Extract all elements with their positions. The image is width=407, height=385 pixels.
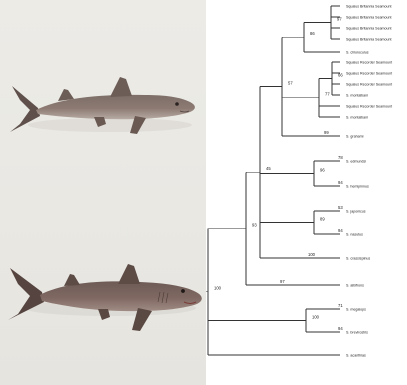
taxon-label: S. acanthias [346,353,366,357]
support-value-megalops: 71 [338,303,343,308]
specimen-photos [0,0,206,385]
shark-photographs [0,0,206,385]
support-value-recorder-montalbani: 77 [325,92,330,97]
taxon-label: S. edmundsi [346,159,366,163]
support-value-japonicus: 53 [338,205,343,210]
taxon-label: S. nasutus [346,232,363,236]
taxon-label: Squalus Recorder Seamount [346,60,392,64]
taxon-label: S. montalbani [346,115,368,119]
support-value-recorder-inner: 66 [338,72,343,77]
support-value-root: 100 [214,286,222,291]
support-value-edmundsi: 78 [338,155,343,160]
taxon-label: Squalus Recorder Seamount [346,104,392,108]
support-value-hemipinnus: 94 [338,180,343,185]
support-value-britannia-chloroculus: 86 [310,31,315,36]
taxon-label: Squalus Recorder Seamount [346,82,392,86]
taxon-label: S. grahami [346,134,364,138]
taxon-label: S. hemipinnus [346,184,369,188]
phylogenetic-tree: 97 86 66 77 99 57 78 94 96 53 94 89 100 45 97 93 71 94 100… [206,0,407,385]
taxon-label: S. chloroculus [346,50,369,54]
taxon-label: Squalus Britannia Seamount [346,15,392,19]
taxon-label: S. brevirostris [346,330,368,334]
tree-branches [206,6,340,355]
tree-diagram: 97 86 66 77 99 57 78 94 96 53 94 89 100 45 97 93 71 94 100… [206,0,407,385]
support-value-core-clade: 57 [288,80,293,85]
taxon-label: S. japonicus [346,209,366,213]
taxon-label: Squalus Britannia Seamount [346,37,392,41]
taxon-label: S. megalops [346,307,366,311]
upper-shark-specimen [10,77,195,134]
support-value-brevirostris: 94 [338,326,343,331]
taxon-label: S. albifrons [346,283,364,287]
support-value-grahami: 99 [324,130,329,135]
taxon-label: Squalus Britannia Seamount [346,26,392,30]
support-value-albifrons: 97 [280,279,285,284]
support-value-megalops-brevirostris: 100 [312,314,320,319]
support-value-edmundsi-hemipinnus: 96 [320,167,325,172]
support-value-britannia: 97 [337,16,342,21]
support-value-upper-clade: 93 [252,222,257,227]
taxon-labels: Squalus Britannia SeamountSqualus Britan… [346,4,392,357]
support-value-crassispinus: 100 [308,252,316,257]
taxon-label: Squalus Britannia Seamount [346,4,392,8]
taxon-label: S. crassispinus [346,256,370,260]
taxon-label: S. montalbani [346,93,368,97]
support-value-mid-clade: 45 [266,166,271,171]
taxon-label: Squalus Recorder Seamount [346,71,392,75]
support-value-nasutus: 94 [338,228,343,233]
lower-shark-specimen [8,264,202,331]
support-value-japonicus-nasutus: 89 [320,216,325,221]
